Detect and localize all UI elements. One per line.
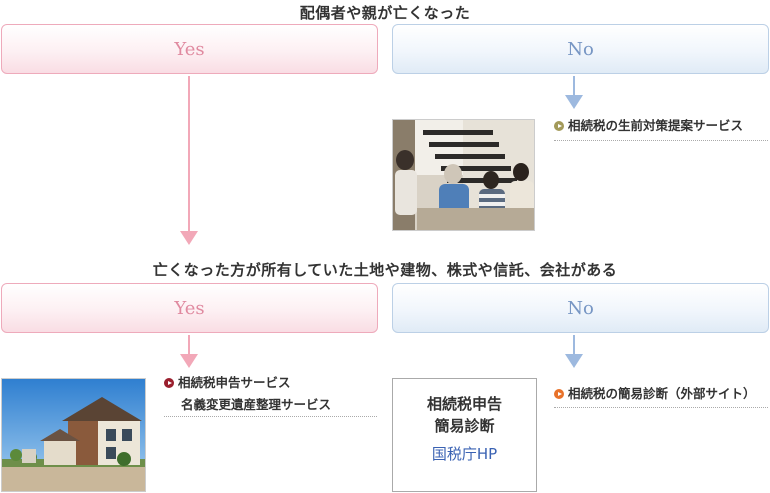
nta-box-line-2: 簡易診断: [434, 417, 495, 435]
divider: [554, 407, 768, 408]
family-illustration: [393, 120, 534, 230]
yes-connector-line-1: [188, 76, 190, 232]
no-connector-line-2: [573, 335, 575, 355]
no-button-2[interactable]: No: [392, 283, 769, 333]
nta-homepage-link[interactable]: 国税庁HP: [431, 445, 498, 463]
title-transfer-estate-label: 名義変更遺産整理サービス: [181, 397, 332, 412]
question-1: 配偶者や親が亡くなった: [299, 4, 471, 22]
simple-diagnosis-link[interactable]: 相続税の簡易診断（外部サイト）: [554, 383, 756, 405]
yes-button-1[interactable]: Yes: [1, 24, 378, 74]
pre-death-planning-link[interactable]: 相続税の生前対策提案サービス: [554, 115, 743, 137]
circle-play-bullet-icon: [554, 389, 564, 399]
arrow-down-icon: [565, 95, 583, 109]
circle-play-bullet-icon: [554, 121, 564, 131]
yes-connector-line-2: [188, 335, 190, 355]
nta-diagnosis-box[interactable]: 相続税申告 簡易診断 国税庁HP: [392, 378, 537, 492]
house-photo: [1, 378, 146, 492]
family-photo: [392, 119, 535, 231]
question-2: 亡くなった方が所有していた土地や建物、株式や信託、会社がある: [152, 261, 618, 279]
no-connector-line-1: [573, 76, 575, 96]
inheritance-tax-filing-label: 相続税申告サービス: [178, 375, 291, 390]
simple-diagnosis-label: 相続税の簡易診断（外部サイト）: [568, 386, 756, 401]
arrow-down-icon: [180, 231, 198, 245]
house-illustration: [2, 379, 145, 491]
nta-box-line-1: 相続税申告: [426, 395, 502, 413]
divider: [554, 140, 768, 141]
arrow-down-icon: [180, 354, 198, 368]
no-button-1[interactable]: No: [392, 24, 769, 74]
title-transfer-estate-link[interactable]: 名義変更遺産整理サービス: [181, 394, 331, 416]
arrow-down-icon: [565, 354, 583, 368]
pre-death-planning-label: 相続税の生前対策提案サービス: [568, 118, 744, 133]
circle-play-bullet-icon: [164, 378, 174, 388]
divider: [164, 416, 377, 417]
inheritance-tax-filing-link[interactable]: 相続税申告サービス: [164, 372, 291, 394]
yes-button-2[interactable]: Yes: [1, 283, 378, 333]
